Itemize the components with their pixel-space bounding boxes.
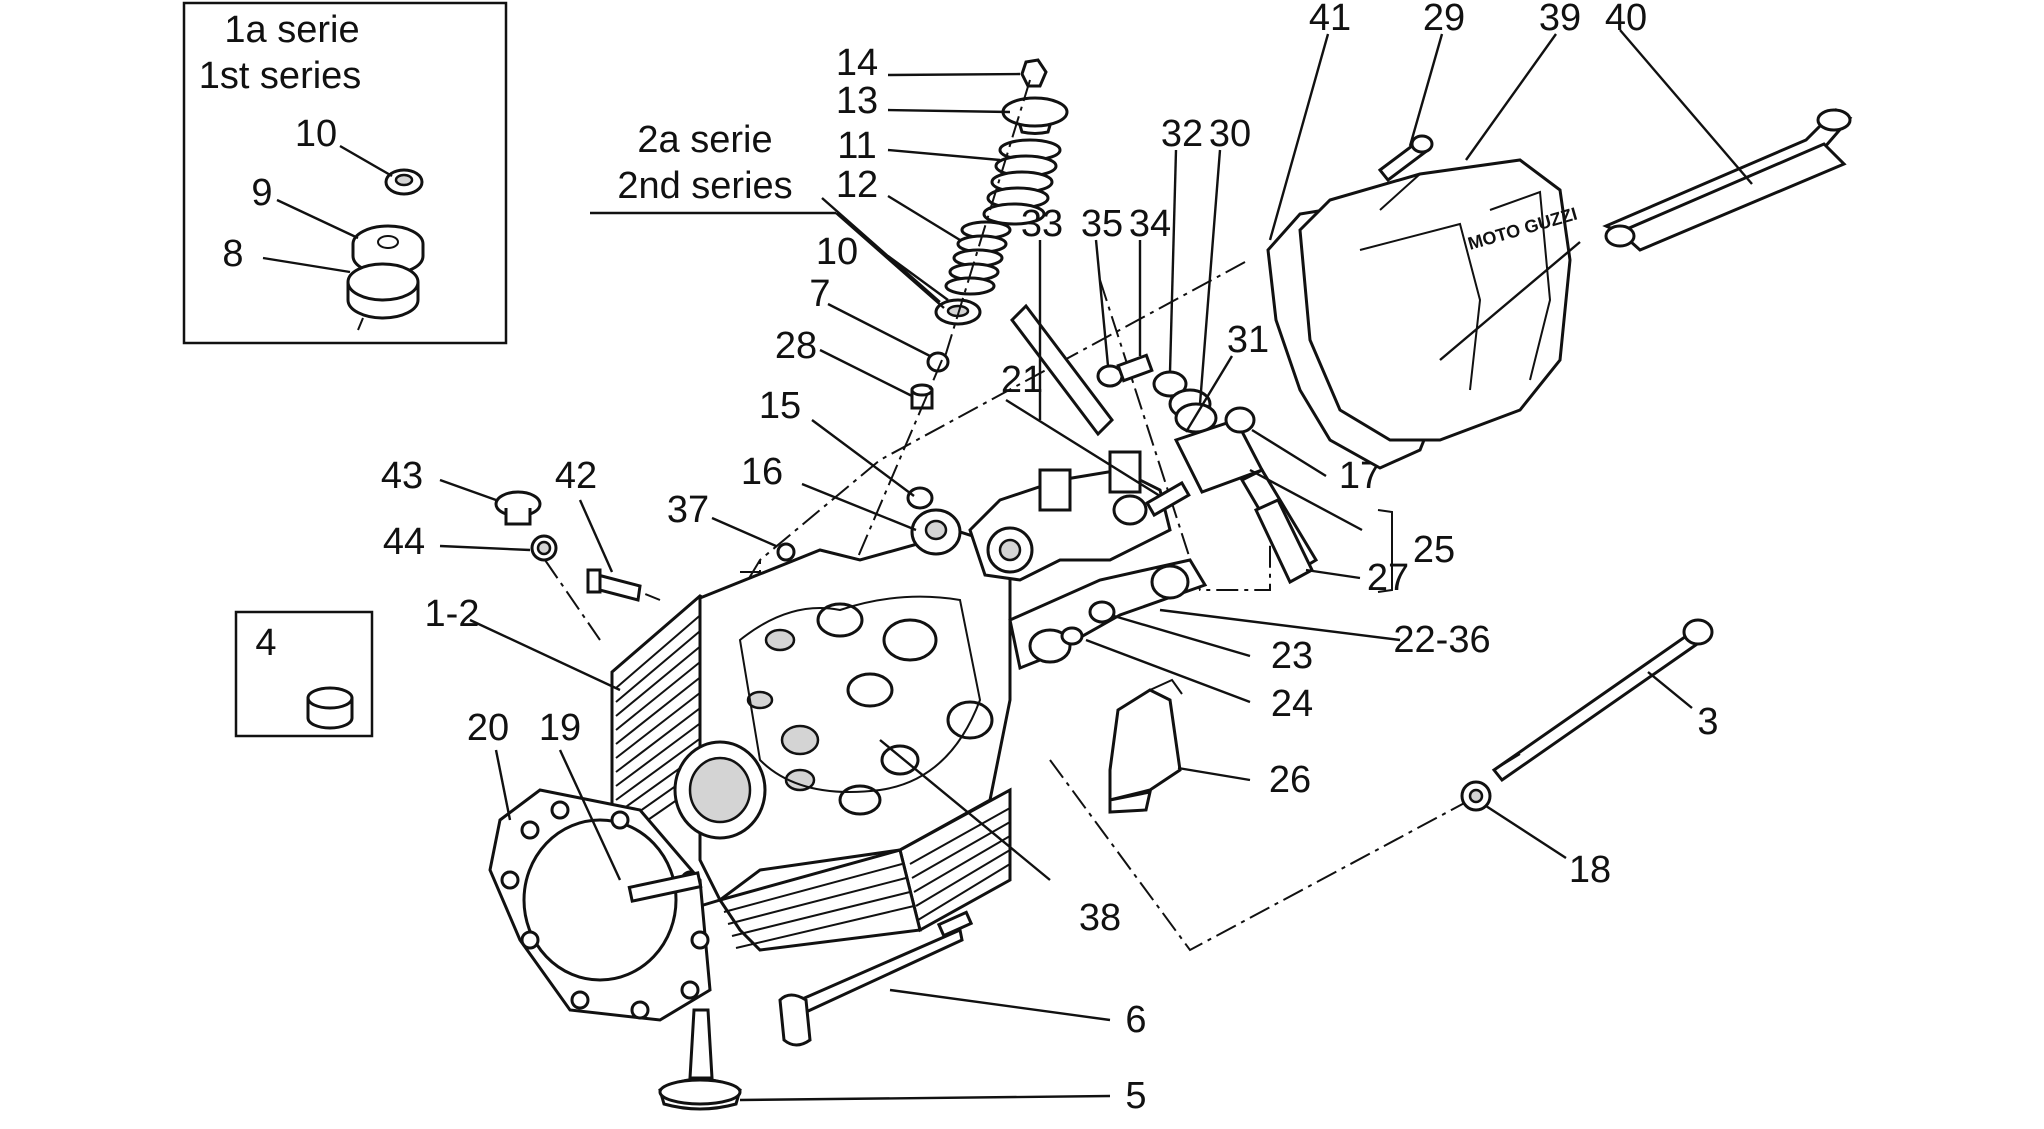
label-32: 32 (1161, 113, 1203, 155)
label-8: 8 (222, 233, 243, 275)
label-9: 9 (251, 172, 272, 214)
label-38: 38 (1079, 897, 1121, 939)
part-44-washer: 44 (383, 521, 558, 563)
label-42: 42 (555, 455, 597, 497)
label-26: 26 (1269, 759, 1311, 801)
label-35: 35 (1081, 203, 1123, 245)
part-12-inner-spring (944, 220, 1012, 296)
part-18-washer: 18 (1460, 780, 1611, 891)
part-11-outer-spring (982, 138, 1062, 226)
part-23-nut: 23 (1088, 600, 1313, 677)
part-20-head-gasket: 20 (467, 707, 712, 1022)
inset-part-10 (384, 168, 424, 196)
part-14-collet (1020, 58, 1048, 88)
label-33: 33 (1021, 203, 1063, 245)
label-10-inset: 10 (295, 113, 337, 155)
label-14: 14 (836, 42, 878, 84)
label-22-36: 22-36 (1393, 619, 1490, 661)
label-24: 24 (1271, 683, 1313, 725)
label-18: 18 (1569, 849, 1611, 891)
label-11: 11 (837, 125, 876, 167)
label-7: 7 (809, 273, 830, 315)
inset-first-line2: 1st series (199, 55, 362, 97)
label-20: 20 (467, 707, 509, 749)
part-6-valve: 6 (778, 910, 1147, 1047)
label-16: 16 (741, 451, 783, 493)
exhaust-port (673, 740, 767, 840)
label-25: 25 (1413, 529, 1455, 571)
label-19: 19 (539, 707, 581, 749)
part-26-bracket: 26 (1108, 678, 1311, 814)
part-3-tie-rod: 3 (1491, 618, 1719, 783)
label-40: 40 (1605, 0, 1647, 39)
label-12: 12 (836, 164, 878, 206)
label-44: 44 (383, 521, 425, 563)
inset-first-line1: 1a serie (224, 9, 359, 51)
label-37: 37 (667, 489, 709, 531)
part-35-washer: 35 (1081, 203, 1124, 388)
part-40-trim: 40 (1602, 0, 1853, 252)
label-6: 6 (1125, 999, 1146, 1041)
part-31-stud: 31 (1184, 319, 1269, 433)
label-28: 28 (775, 325, 817, 367)
rocker-support (968, 450, 1172, 582)
part-24-adjuster: 24 (1028, 626, 1313, 725)
label-39: 39 (1539, 0, 1581, 39)
label-10: 10 (816, 231, 858, 273)
part-34-pin: 34 (1116, 203, 1171, 383)
inset-first-series: 1a serie 1st series 10 9 8 (182, 1, 508, 345)
inset-part-9 (351, 224, 425, 276)
part-13-retainer (1001, 96, 1069, 135)
part-5-valve: 5 (658, 1008, 1147, 1117)
part-22-36-rocker-arm: 22-36 (1008, 558, 1491, 671)
part-33-rod: 33 (1010, 203, 1114, 437)
part-39-valve-cover: MOTO GUZZI (1298, 158, 1581, 442)
label-4: 4 (255, 622, 276, 664)
part-42-bolt: 42 (555, 455, 642, 602)
label-1-2: 1-2 (425, 593, 480, 635)
part-27-pin: 27 (1253, 498, 1409, 599)
label-13: 13 (836, 80, 878, 122)
label-29: 29 (1423, 0, 1465, 39)
part-37-pin: 37 (667, 489, 796, 562)
part-43-plug: 43 (381, 455, 542, 526)
label-15: 15 (759, 385, 801, 427)
label-41: 41 (1309, 0, 1351, 39)
inset-part-8 (346, 262, 420, 331)
part-1-2-cylinder-head: 1-2 38 (425, 530, 1121, 952)
label-30: 30 (1209, 113, 1251, 155)
part-29-bolt: 29 (1377, 0, 1465, 183)
part-32-ring: 32 (1152, 113, 1203, 398)
part-21-screw: 21 (1001, 359, 1191, 518)
valve-spring-assembly: 14 13 11 12 10 7 28 2a serie 2nd series (590, 42, 1069, 410)
label-23: 23 (1271, 635, 1313, 677)
label-27: 27 (1367, 557, 1409, 599)
label-34: 34 (1129, 203, 1171, 245)
part-15-bearing: 15 (759, 385, 934, 510)
label-31: 31 (1227, 319, 1269, 361)
inset-part-4: 4 (234, 610, 374, 738)
part-16-rocker-bush: 16 (741, 451, 962, 556)
label-21: 21 (1001, 359, 1043, 401)
label-5: 5 (1125, 1075, 1146, 1117)
inset-second-line1: 2a serie (637, 119, 772, 161)
label-43: 43 (381, 455, 423, 497)
inset-second-line2: 2nd series (617, 165, 792, 207)
label-3: 3 (1697, 701, 1718, 743)
part-19-stud: 19 (539, 707, 703, 903)
